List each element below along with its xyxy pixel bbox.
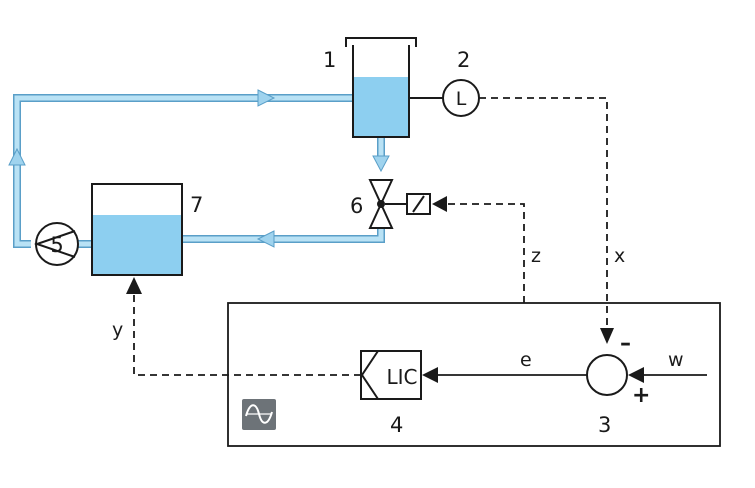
level-sensor-symbol: L [456,88,467,110]
pipe-return-line [13,94,352,248]
tank-7-liquid [92,215,182,275]
level-controller-4 [360,350,422,400]
signal-lines [133,97,608,376]
level-sensor-2 [409,79,480,117]
signal-w-arrowhead [628,367,644,383]
tank-number: 7 [190,193,203,217]
controller-number: 4 [390,413,403,437]
signal-x-arrowhead [600,328,614,344]
level-sensor-number: 2 [457,48,470,72]
pipe-network [13,94,385,248]
signal-z-label: z [531,245,541,267]
labels: 1 2 L 7 6 5 LIC 4 3 x z y e w – + [50,48,683,437]
signal-z-arrowhead [432,196,447,212]
pump-number: 5 [50,233,63,257]
sine-wave-icon [242,399,276,430]
signal-w-label: w [668,349,684,371]
vessel-number: 1 [323,48,336,72]
signal-y-line [133,291,361,376]
comparator-number: 3 [598,413,611,437]
signal-x-line [479,97,608,325]
controller-enclosure [227,302,721,447]
comparator-3 [586,354,628,396]
tank-7 [91,183,183,276]
flow-arrow-icon [8,147,26,166]
flow-arrow-icon [372,155,390,173]
controller-label: LIC [386,365,417,389]
signal-e-arrowhead [422,367,438,383]
pump-5 [33,222,79,266]
vessel-1-lid [345,37,417,47]
signal-y-label: y [112,319,123,341]
minus-sign: – [620,331,631,356]
flow-arrow-icon [256,230,275,248]
flow-arrows [8,89,390,248]
signal-y-arrowhead [126,277,142,294]
vessel-1 [345,37,417,138]
plus-sign: + [632,383,650,408]
signal-z-line [447,203,525,303]
valve-number: 6 [350,194,363,218]
vessel-1-liquid [354,77,408,137]
signal-e-label: e [520,349,532,371]
flow-arrow-icon [257,89,276,107]
signal-x-label: x [614,245,625,267]
control-valve-6 [368,179,431,229]
